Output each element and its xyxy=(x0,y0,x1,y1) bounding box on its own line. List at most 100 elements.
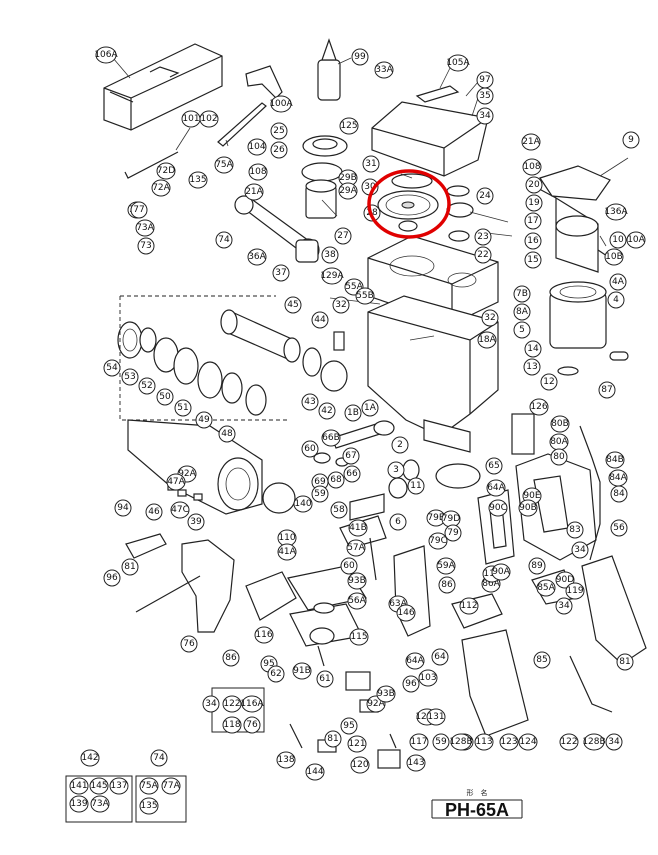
cord-drawing xyxy=(579,425,601,561)
callout-number: 27 xyxy=(337,231,348,241)
part-callout: 56 xyxy=(610,519,628,537)
part-callout: 85 xyxy=(533,651,551,669)
part-callout: 18A xyxy=(477,331,497,349)
callout-number: 102 xyxy=(200,114,217,124)
cylinder-drawing xyxy=(220,309,301,363)
callout-number: 53 xyxy=(124,372,135,382)
callout-number: 110 xyxy=(278,533,295,543)
callout-number: 84B xyxy=(606,455,624,465)
part-callout: 21A xyxy=(244,183,264,201)
callout-number: 139 xyxy=(70,799,87,809)
carrying-case-drawing xyxy=(103,43,223,131)
callout-number: 73A xyxy=(136,223,154,233)
callout-number: 77 xyxy=(133,205,144,215)
callout-number: 44 xyxy=(314,315,326,325)
callout-circle xyxy=(270,95,292,113)
part-callout: 85A xyxy=(536,579,556,597)
callout-number: 77A xyxy=(162,781,180,791)
part-callout: 1A xyxy=(361,399,379,417)
fan-guide-drawing xyxy=(539,165,611,201)
leader-lines xyxy=(112,57,629,341)
part-callout: 146 xyxy=(396,604,416,622)
callout-circle xyxy=(338,182,358,200)
callout-circle xyxy=(121,368,139,386)
callout-circle xyxy=(351,48,369,66)
callout-number: 19 xyxy=(528,198,540,208)
callout-circle xyxy=(174,399,192,417)
part-callout: 100A xyxy=(269,95,294,113)
callout-number: 79C xyxy=(429,536,447,546)
callout-circle xyxy=(605,451,625,469)
callout-circle xyxy=(349,628,369,646)
part-callout: 8A xyxy=(513,303,531,321)
callout-number: 52 xyxy=(141,381,152,391)
callout-number: 72D xyxy=(157,166,175,176)
callout-circle xyxy=(523,358,541,376)
part-callout: 64 xyxy=(431,648,449,666)
callout-circle xyxy=(166,473,186,491)
callout-number: 108 xyxy=(523,162,540,172)
callout-circle xyxy=(477,331,497,349)
part-callout: 10A xyxy=(626,231,646,249)
callout-circle xyxy=(69,777,89,795)
part-callout: 115 xyxy=(349,628,369,646)
part-callout: 13 xyxy=(523,358,541,376)
callout-number: 67 xyxy=(345,451,356,461)
callout-circle xyxy=(488,499,508,517)
callout-circle xyxy=(396,604,416,622)
callout-number: 1B xyxy=(347,408,359,418)
callout-circle xyxy=(292,662,312,680)
callout-number: 41B xyxy=(349,523,367,533)
part-callout: 66B xyxy=(321,429,341,447)
callout-number: 59A xyxy=(437,561,455,571)
part-callout: 45 xyxy=(284,296,302,314)
part-callout: 47C xyxy=(170,501,190,519)
callout-number: 128B xyxy=(582,737,605,747)
part-callout: 31 xyxy=(362,155,380,173)
part-callout: 54 xyxy=(103,359,121,377)
part-callout: 37 xyxy=(272,264,290,282)
callout-number: 146 xyxy=(397,608,414,618)
part-callout: 81 xyxy=(121,558,139,576)
callout-number: 90C xyxy=(489,503,507,513)
callout-circle xyxy=(528,557,546,575)
callout-number: 105A xyxy=(446,58,470,68)
callout-number: 75A xyxy=(215,160,233,170)
callout-circle xyxy=(334,227,352,245)
part-callout: 76 xyxy=(243,716,261,734)
callout-number: 92A xyxy=(178,469,196,479)
part-callout: 72D xyxy=(156,162,176,180)
callout-circle xyxy=(243,716,261,734)
callout-number: 131 xyxy=(427,712,444,722)
callout-circle xyxy=(376,685,396,703)
callout-number: 29B xyxy=(339,173,357,183)
highlight-circle xyxy=(367,169,451,239)
pinion-bearings-drawing xyxy=(446,185,474,242)
callout-number: 42 xyxy=(321,406,332,416)
callout-circle xyxy=(324,730,342,748)
part-callout: 116A xyxy=(240,695,265,713)
callout-number: 9 xyxy=(628,135,634,145)
callout-circle xyxy=(525,176,543,194)
callout-circle xyxy=(215,231,233,249)
callout-circle xyxy=(524,232,542,250)
part-callout: 76 xyxy=(180,635,198,653)
part-callout: 56A xyxy=(347,592,367,610)
callout-circle xyxy=(616,653,634,671)
callout-number: 35 xyxy=(479,91,490,101)
callout-number: 86 xyxy=(225,653,237,663)
part-callout: 53 xyxy=(121,368,139,386)
callout-number: 137 xyxy=(110,781,127,791)
part-callout: 89 xyxy=(528,557,546,575)
callout-number: 120 xyxy=(351,760,368,770)
callout-number: 34 xyxy=(479,111,491,121)
part-callout: 138 xyxy=(276,751,296,769)
part-callout: 86 xyxy=(438,576,456,594)
callout-circle xyxy=(438,576,456,594)
part-callout: 118 xyxy=(222,716,242,734)
callout-circle xyxy=(254,626,274,644)
part-callout: 119 xyxy=(565,582,585,600)
part-callout: 77A xyxy=(161,777,181,795)
callout-number: 99 xyxy=(354,52,366,62)
callout-number: 86A xyxy=(482,579,500,589)
